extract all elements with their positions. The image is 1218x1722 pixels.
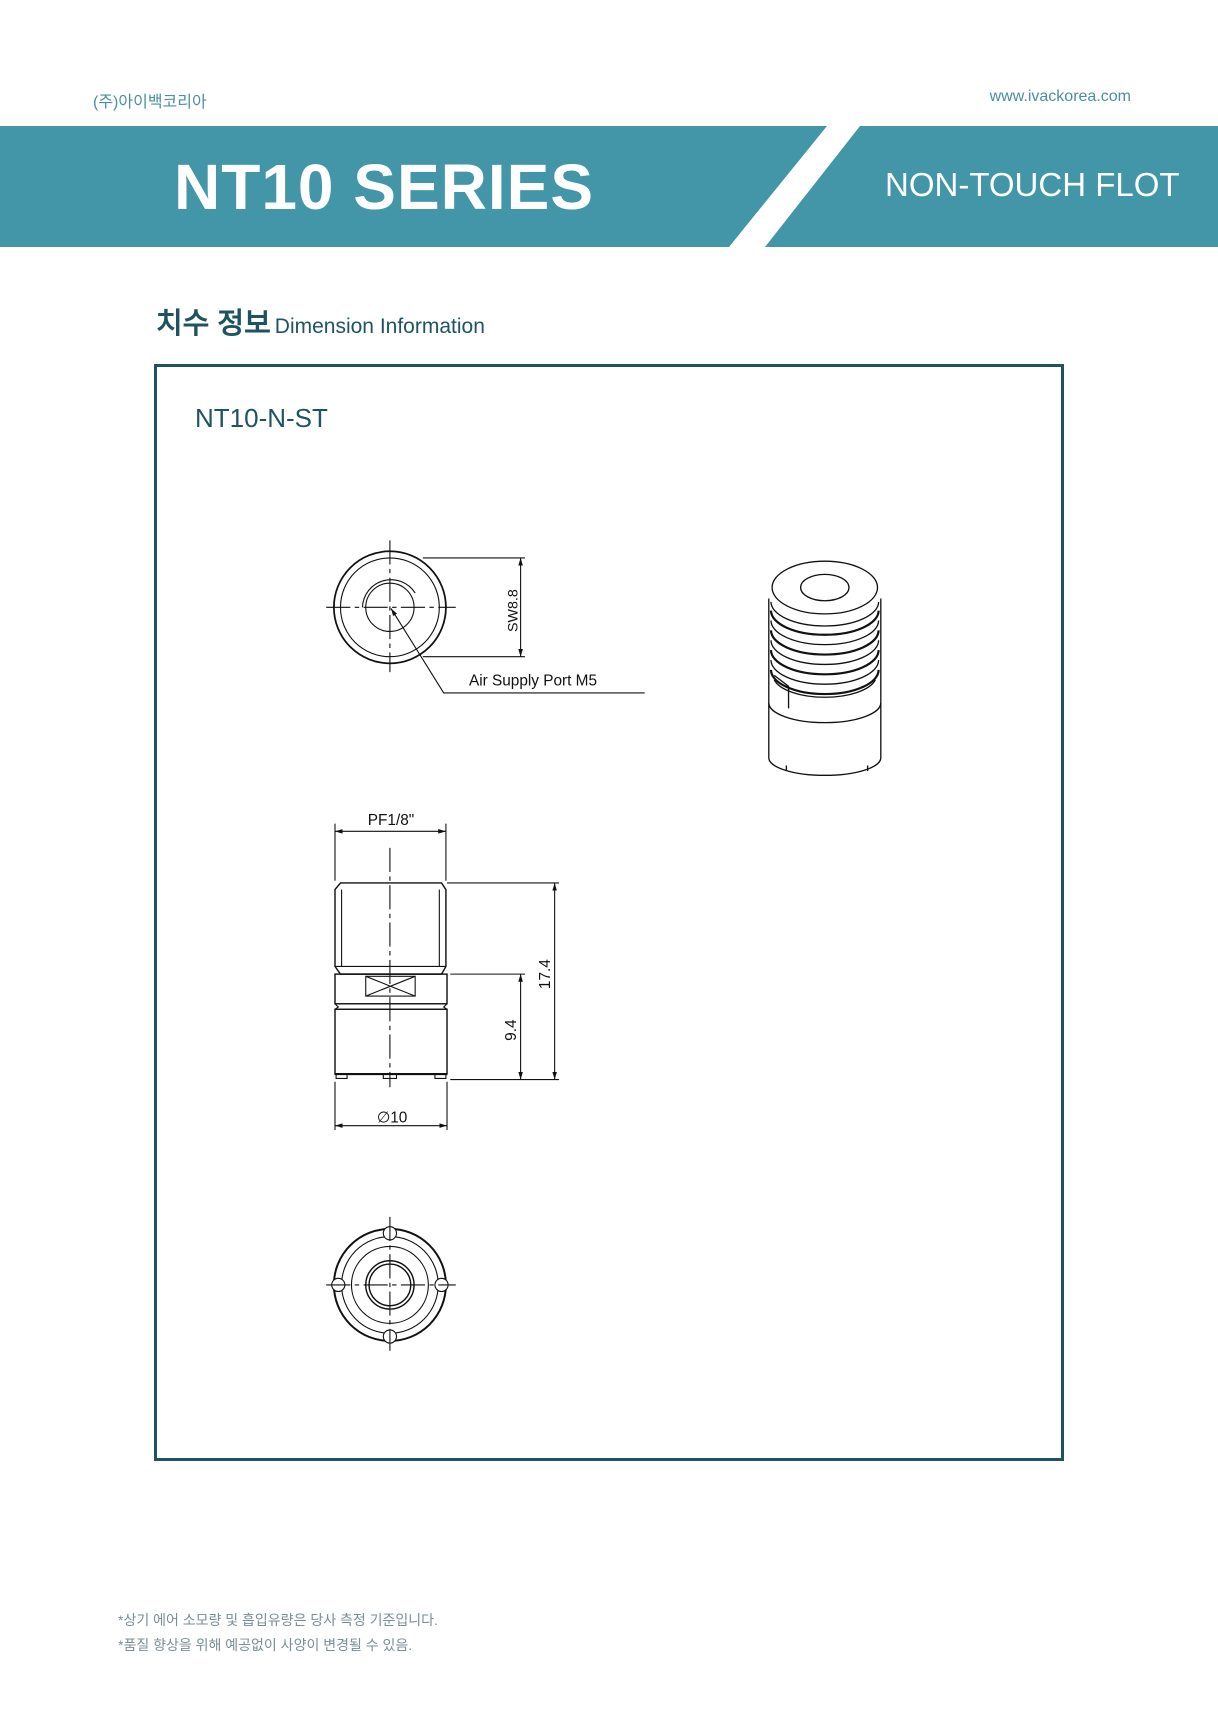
dimension-box	[154, 364, 1064, 1461]
website-link[interactable]: www.ivackorea.com	[989, 88, 1131, 105]
product-type: NON-TOUCH FLOT	[885, 166, 1180, 203]
footnotes: *상기 에어 소모량 및 흡입유량은 당사 측정 기준입니다. *품질 향상을 …	[118, 1608, 438, 1658]
footnote: *상기 에어 소모량 및 흡입유량은 당사 측정 기준입니다.	[118, 1612, 438, 1628]
model-name: NT10-N-ST	[195, 403, 328, 433]
section-title-ko: 치수 정보	[156, 308, 271, 340]
title-banner	[0, 126, 1218, 247]
banner-slash	[729, 126, 860, 247]
series-title: NT10 SERIES	[174, 151, 595, 223]
company-name: (주)아이백코리아	[93, 94, 207, 111]
section-title-en: Dimension Information	[274, 315, 485, 338]
footnote: *품질 향상을 위해 예공없이 사양이 변경될 수 있음.	[118, 1637, 413, 1653]
